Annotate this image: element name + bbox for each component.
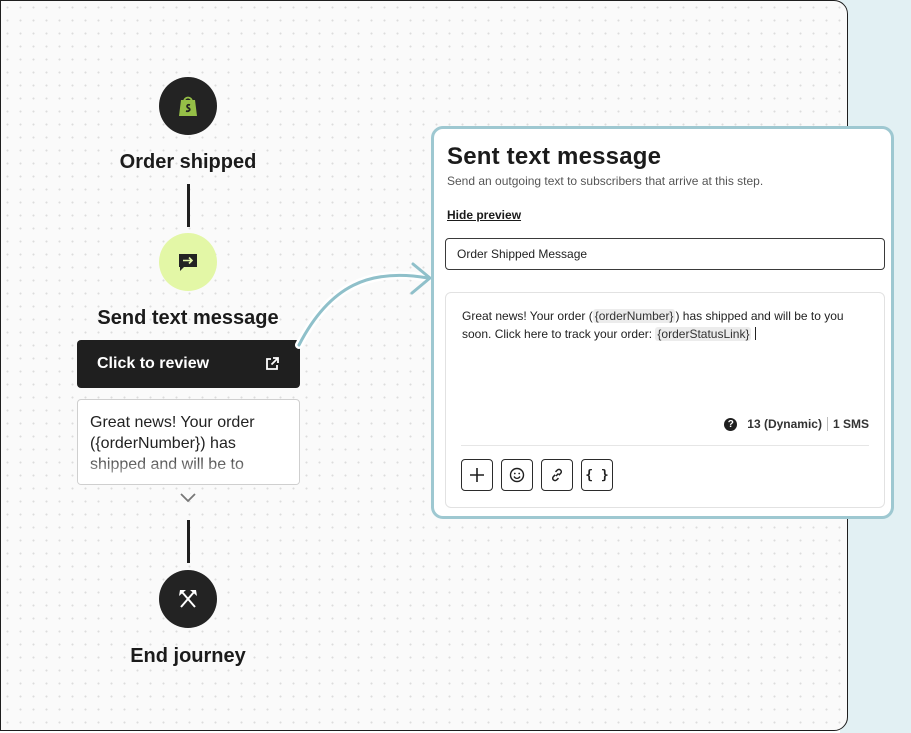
char-count: 13 (Dynamic) xyxy=(747,417,822,431)
end-journey-node[interactable] xyxy=(159,570,217,628)
order-status-link-token[interactable]: {orderStatusLink} xyxy=(655,327,752,341)
preview-fade xyxy=(78,454,299,484)
insert-variable-button[interactable]: { } xyxy=(581,459,613,491)
counter-divider xyxy=(826,417,828,431)
message-text: Great news! Your order ( xyxy=(462,309,593,323)
add-button[interactable] xyxy=(461,459,493,491)
help-icon[interactable]: ? xyxy=(724,417,738,431)
sms-step-label: Send text message xyxy=(97,307,279,329)
message-name-input[interactable] xyxy=(445,238,885,270)
panel-title: Sent text message xyxy=(447,143,662,170)
shopify-bag-icon xyxy=(179,96,197,116)
panel-subtitle: Send an outgoing text to subscribers tha… xyxy=(447,174,764,188)
click-to-review-button[interactable]: Click to review xyxy=(77,340,300,388)
plus-icon xyxy=(470,468,484,482)
text-caret xyxy=(755,327,757,340)
order-number-token[interactable]: {orderNumber} xyxy=(592,309,676,323)
crossed-axes-icon xyxy=(179,590,197,608)
sms-step-node[interactable] xyxy=(159,233,217,291)
insert-link-button[interactable] xyxy=(541,459,573,491)
braces-icon: { } xyxy=(585,467,609,483)
connector-line xyxy=(187,520,190,563)
hide-preview-link[interactable]: Hide preview xyxy=(447,208,522,222)
external-link-icon xyxy=(266,357,279,370)
link-icon xyxy=(552,468,562,482)
sms-detail-panel: Sent text message Send an outgoing text … xyxy=(431,126,894,519)
message-arrow-icon xyxy=(179,254,197,271)
connector-line xyxy=(187,184,190,227)
message-body[interactable]: Great news! Your order ({orderNumber}) h… xyxy=(462,307,872,343)
character-counter: ? 13 (Dynamic) 1 SMS xyxy=(724,417,869,431)
message-editor[interactable]: Great news! Your order ({orderNumber}) h… xyxy=(445,292,885,508)
toolbar-divider xyxy=(461,445,869,446)
message-preview-card[interactable]: Great news! Your order ({orderNumber}) h… xyxy=(77,399,300,485)
end-journey-label: End journey xyxy=(130,645,246,667)
message-text: ) has shipped and will be to you soon. C… xyxy=(462,309,844,341)
smiley-icon xyxy=(509,467,525,483)
review-button-label: Click to review xyxy=(97,355,210,372)
sms-segment-count: 1 SMS xyxy=(832,417,869,431)
trigger-node[interactable] xyxy=(159,77,217,135)
trigger-label: Order shipped xyxy=(119,151,257,173)
chevron-down-icon[interactable] xyxy=(178,490,198,504)
emoji-button[interactable] xyxy=(501,459,533,491)
